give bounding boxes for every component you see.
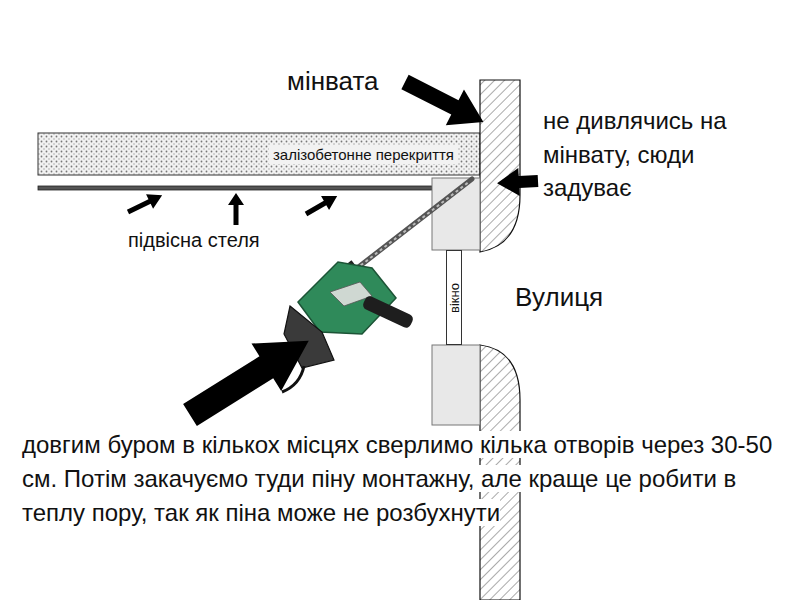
callout-label-text: підвісна стеля — [128, 229, 260, 251]
slab-label: залізобетонне перекриття — [269, 145, 458, 164]
wall — [480, 80, 520, 252]
callout-note: не дивлячись на мінвату, сюди задуває — [543, 104, 758, 205]
pointer-arrow — [396, 64, 493, 140]
instruction-note: довгим буром в кількох місцях сверлимо к… — [22, 428, 792, 530]
callout-label: мінвата — [287, 66, 379, 97]
pointer-arrow — [124, 188, 165, 219]
slab-band: залізобетонне перекриття — [38, 133, 480, 175]
pointer-arrow — [228, 193, 244, 225]
callout-note-text: не дивлячись на мінвату, сюди задуває — [543, 107, 727, 201]
window-frame — [432, 345, 480, 425]
window: вікно — [446, 250, 462, 345]
pointer-arrow — [302, 189, 341, 221]
area-label: Вулиця — [515, 282, 603, 313]
callout-label: підвісна стеля — [128, 228, 260, 252]
window-label: вікно — [448, 283, 461, 313]
area-label-text: Вулиця — [515, 282, 603, 312]
pointer-arrow — [496, 167, 538, 197]
callout-label-text: мінвата — [287, 66, 379, 96]
pointer-arrow — [175, 317, 323, 439]
suspended-ceiling — [38, 186, 432, 190]
hammer-drill — [282, 260, 415, 392]
instruction-note-text: довгим буром в кількох місцях сверлимо к… — [22, 431, 772, 526]
concrete-slab — [38, 133, 480, 175]
